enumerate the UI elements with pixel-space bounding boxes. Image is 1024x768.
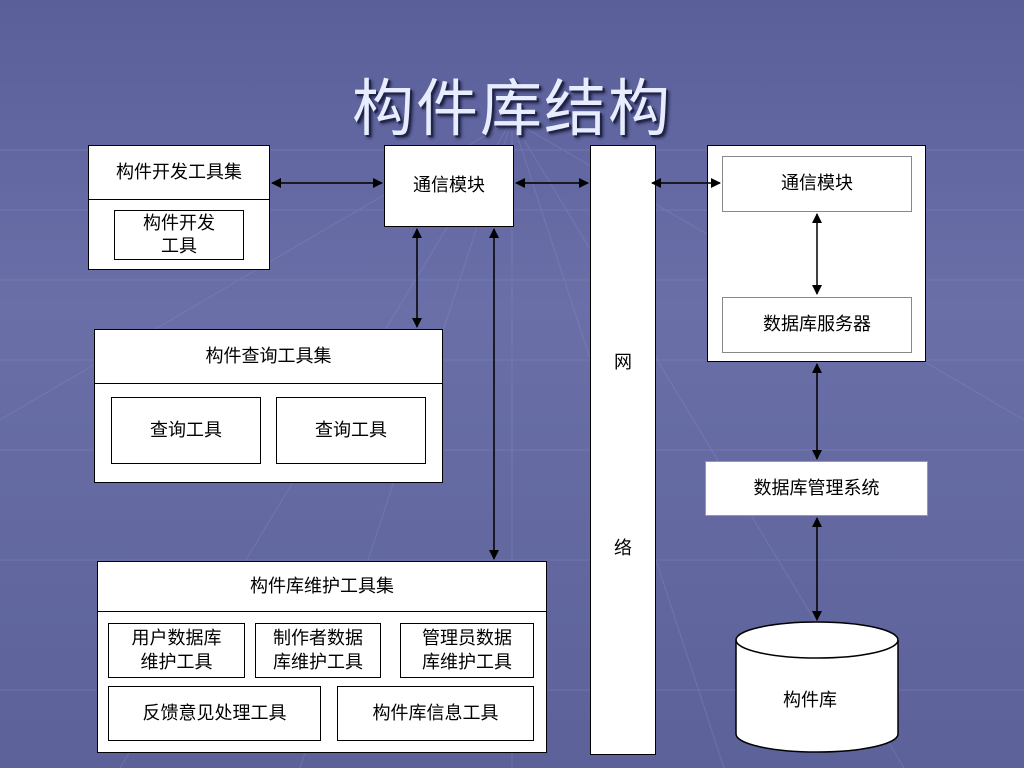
feedback-tool: 反馈意见处理工具 [108, 686, 321, 741]
repository-label: 构件库 [783, 690, 837, 711]
network-char-2: 络 [614, 538, 632, 559]
server-group-box: 通信模块 数据库服务器 [707, 145, 926, 362]
query-tool-2: 查询工具 [276, 397, 426, 464]
maint-toolset-box: 构件库维护工具集 用户数据库 维护工具 制作者数据 库维护工具 管理员数据 库维… [97, 561, 547, 753]
network-char-1: 网 [614, 352, 632, 373]
query-toolset-box: 构件查询工具集 查询工具 查询工具 [94, 329, 443, 483]
user-db-maint-tool: 用户数据库 维护工具 [108, 623, 245, 678]
query-toolset-title: 构件查询工具集 [95, 330, 442, 384]
author-db-maint-tool: 制作者数据 库维护工具 [255, 623, 381, 678]
dev-toolset-title: 构件开发工具集 [89, 146, 269, 200]
repository-cylinder [735, 621, 899, 753]
comm-module-right: 通信模块 [722, 156, 912, 212]
repo-info-tool: 构件库信息工具 [337, 686, 534, 741]
page-title: 构件库结构 [351, 72, 672, 145]
dev-toolset-box: 构件开发工具集 构件开发 工具 [88, 145, 270, 270]
dbms-box: 数据库管理系统 [705, 461, 928, 516]
dev-tool: 构件开发 工具 [114, 210, 244, 260]
query-tool-1: 查询工具 [111, 397, 261, 464]
admin-db-maint-tool: 管理员数据 库维护工具 [400, 623, 534, 678]
maint-toolset-title: 构件库维护工具集 [98, 562, 546, 612]
comm-module-left: 通信模块 [384, 145, 514, 227]
db-server: 数据库服务器 [722, 297, 912, 353]
network-bar: 网 络 [590, 145, 656, 755]
